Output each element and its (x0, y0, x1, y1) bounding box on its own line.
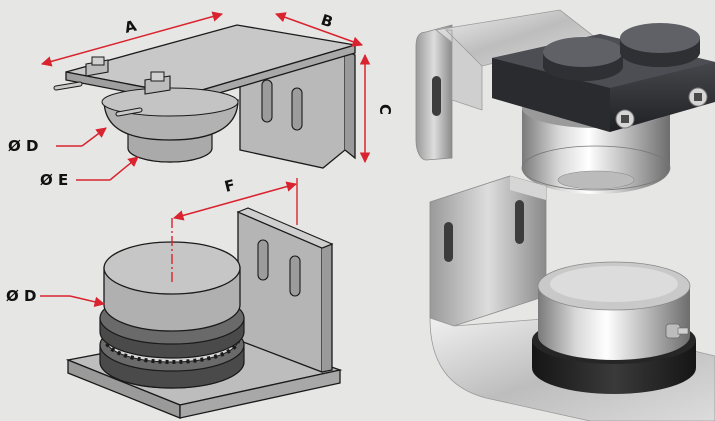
bottom-drawing-dimensions (40, 178, 298, 307)
label-diameter-d-bottom: Ø D (6, 287, 36, 305)
label-f: F (223, 176, 237, 196)
label-c: C (376, 104, 394, 115)
label-diameter-d-top: Ø D (8, 137, 38, 155)
top-hinge-photo (415, 9, 715, 194)
label-diameter-e: Ø E (40, 171, 68, 189)
label-b: B (319, 11, 335, 32)
top-drawing-cylinder (101, 87, 239, 163)
bottom-technical-drawing: F Ø D (6, 176, 343, 419)
label-a: A (123, 17, 139, 37)
top-technical-drawing: A B C Ø D Ø E (8, 11, 394, 189)
top-drawing-dimensions (40, 11, 371, 181)
bottom-hinge-photo (429, 175, 715, 421)
